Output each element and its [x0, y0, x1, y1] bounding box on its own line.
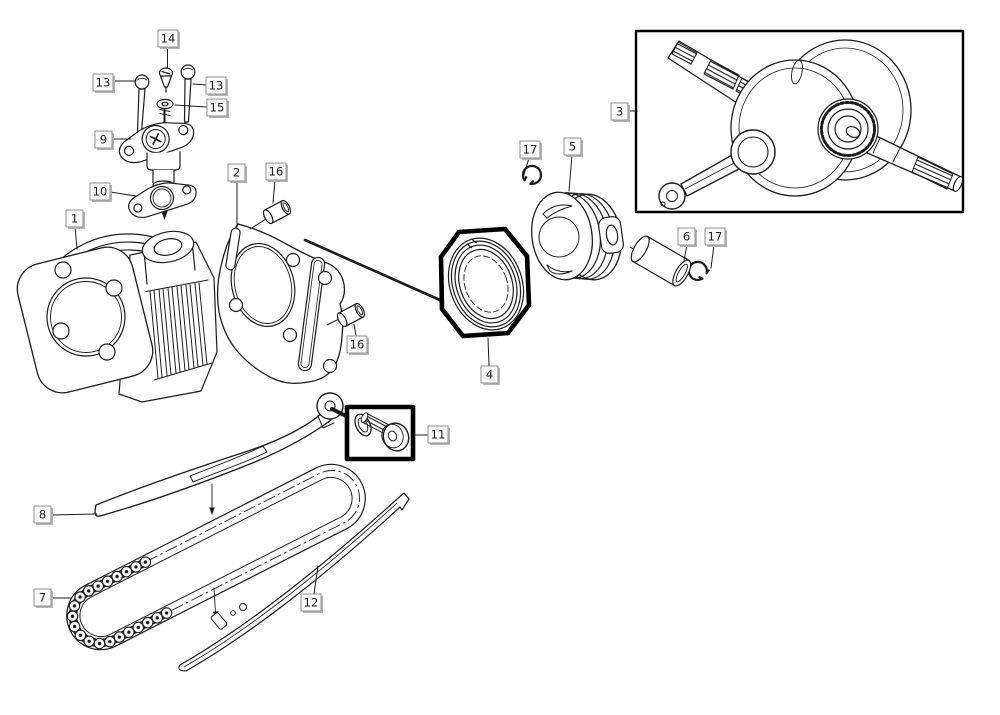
- callout-number: 13: [209, 79, 224, 93]
- stud-hole: [105, 279, 123, 297]
- rod-small-end: [658, 182, 686, 210]
- callout-17-right[interactable]: 17: [704, 227, 727, 269]
- callout-2[interactable]: 2: [227, 163, 247, 228]
- screw-part-14: [158, 67, 174, 93]
- callout-number: 1: [71, 212, 78, 226]
- callout-15[interactable]: 15: [174, 98, 229, 118]
- guide-clip: [210, 603, 247, 630]
- cam-chain-part-7: [66, 463, 366, 651]
- callout-number: 11: [431, 428, 446, 442]
- pivot-bolt-part-11: [344, 404, 416, 462]
- rod-big-end: [730, 129, 776, 175]
- callout-7[interactable]: 7: [33, 588, 72, 608]
- callout-4[interactable]: 4: [480, 337, 500, 385]
- callout-16-top[interactable]: 16: [265, 162, 288, 204]
- callout-9[interactable]: 9: [94, 130, 132, 150]
- callout-1[interactable]: 1: [65, 209, 85, 250]
- callout-number: 6: [683, 230, 690, 244]
- crankshaft-frame: [634, 29, 965, 214]
- connecting-rod: [658, 129, 776, 210]
- callout-11[interactable]: 11: [413, 425, 450, 445]
- callout-number: 13: [96, 76, 111, 90]
- highlight-pointer-line: [303, 238, 442, 302]
- cylinder-spigot: [141, 230, 196, 285]
- callout-number: 3: [616, 105, 623, 119]
- gasket-bore: [230, 242, 296, 328]
- callout-6[interactable]: 6: [677, 227, 697, 261]
- callout-14[interactable]: 14: [157, 29, 180, 69]
- callout-number: 12: [304, 596, 319, 610]
- callout-number: 16: [350, 338, 365, 352]
- callout-number: 2: [233, 166, 240, 180]
- stud-hole: [52, 322, 70, 340]
- ring-set-part-4: [438, 226, 532, 339]
- piston-pin-part-6: [629, 235, 692, 287]
- head-gasket-part-2: [216, 223, 346, 384]
- stud-hole: [54, 261, 72, 279]
- cylinder-part: [16, 230, 218, 403]
- callout-8[interactable]: 8: [33, 505, 98, 525]
- callout-17-left[interactable]: 17: [519, 140, 542, 179]
- dowel-part-16-top: [249, 199, 292, 230]
- crank-bearing: [817, 98, 879, 160]
- piston-pin-boss: [598, 216, 624, 254]
- lifter-part-9: [118, 122, 195, 190]
- callout-number: 17: [708, 230, 723, 244]
- gasket-part-10: [128, 182, 197, 219]
- callout-number: 9: [100, 133, 107, 147]
- callout-number: 17: [523, 143, 538, 157]
- callout-13-left[interactable]: 13: [92, 73, 137, 93]
- guide-blade-part-12: [178, 492, 410, 672]
- callout-12[interactable]: 12: [300, 565, 323, 613]
- callout-number: 16: [269, 165, 284, 179]
- callout-number: 10: [93, 185, 108, 199]
- callout-13-right[interactable]: 13: [192, 76, 228, 96]
- crankshaft-part-3: [658, 39, 964, 210]
- callout-number: 15: [210, 101, 225, 115]
- circlip-part-17-right: [687, 260, 710, 281]
- callout-10[interactable]: 10: [89, 182, 137, 202]
- stud-hole: [98, 343, 116, 361]
- washer-part-15: [156, 98, 174, 116]
- callout-number: 7: [39, 591, 46, 605]
- callout-3[interactable]: 3: [610, 102, 638, 122]
- blade-pivot-eye: [316, 392, 344, 420]
- callout-5[interactable]: 5: [563, 137, 583, 192]
- chain-links: [66, 556, 173, 650]
- piston-part-5: [531, 191, 624, 281]
- cylinder-side-fins: [145, 279, 213, 381]
- circlip-part-17-left: [521, 164, 543, 185]
- callout-number: 8: [39, 508, 46, 522]
- bolt-part-13-right: [180, 64, 196, 132]
- callout-number: 5: [569, 140, 576, 154]
- tensioner-blade-part-8: [94, 392, 344, 517]
- callout-number: 14: [161, 32, 176, 46]
- dowel-part-16-bottom: [326, 302, 366, 328]
- tensioner-lifter-group: [118, 64, 197, 220]
- callout-16-bottom[interactable]: 16: [346, 323, 369, 355]
- callout-number: 4: [486, 368, 493, 382]
